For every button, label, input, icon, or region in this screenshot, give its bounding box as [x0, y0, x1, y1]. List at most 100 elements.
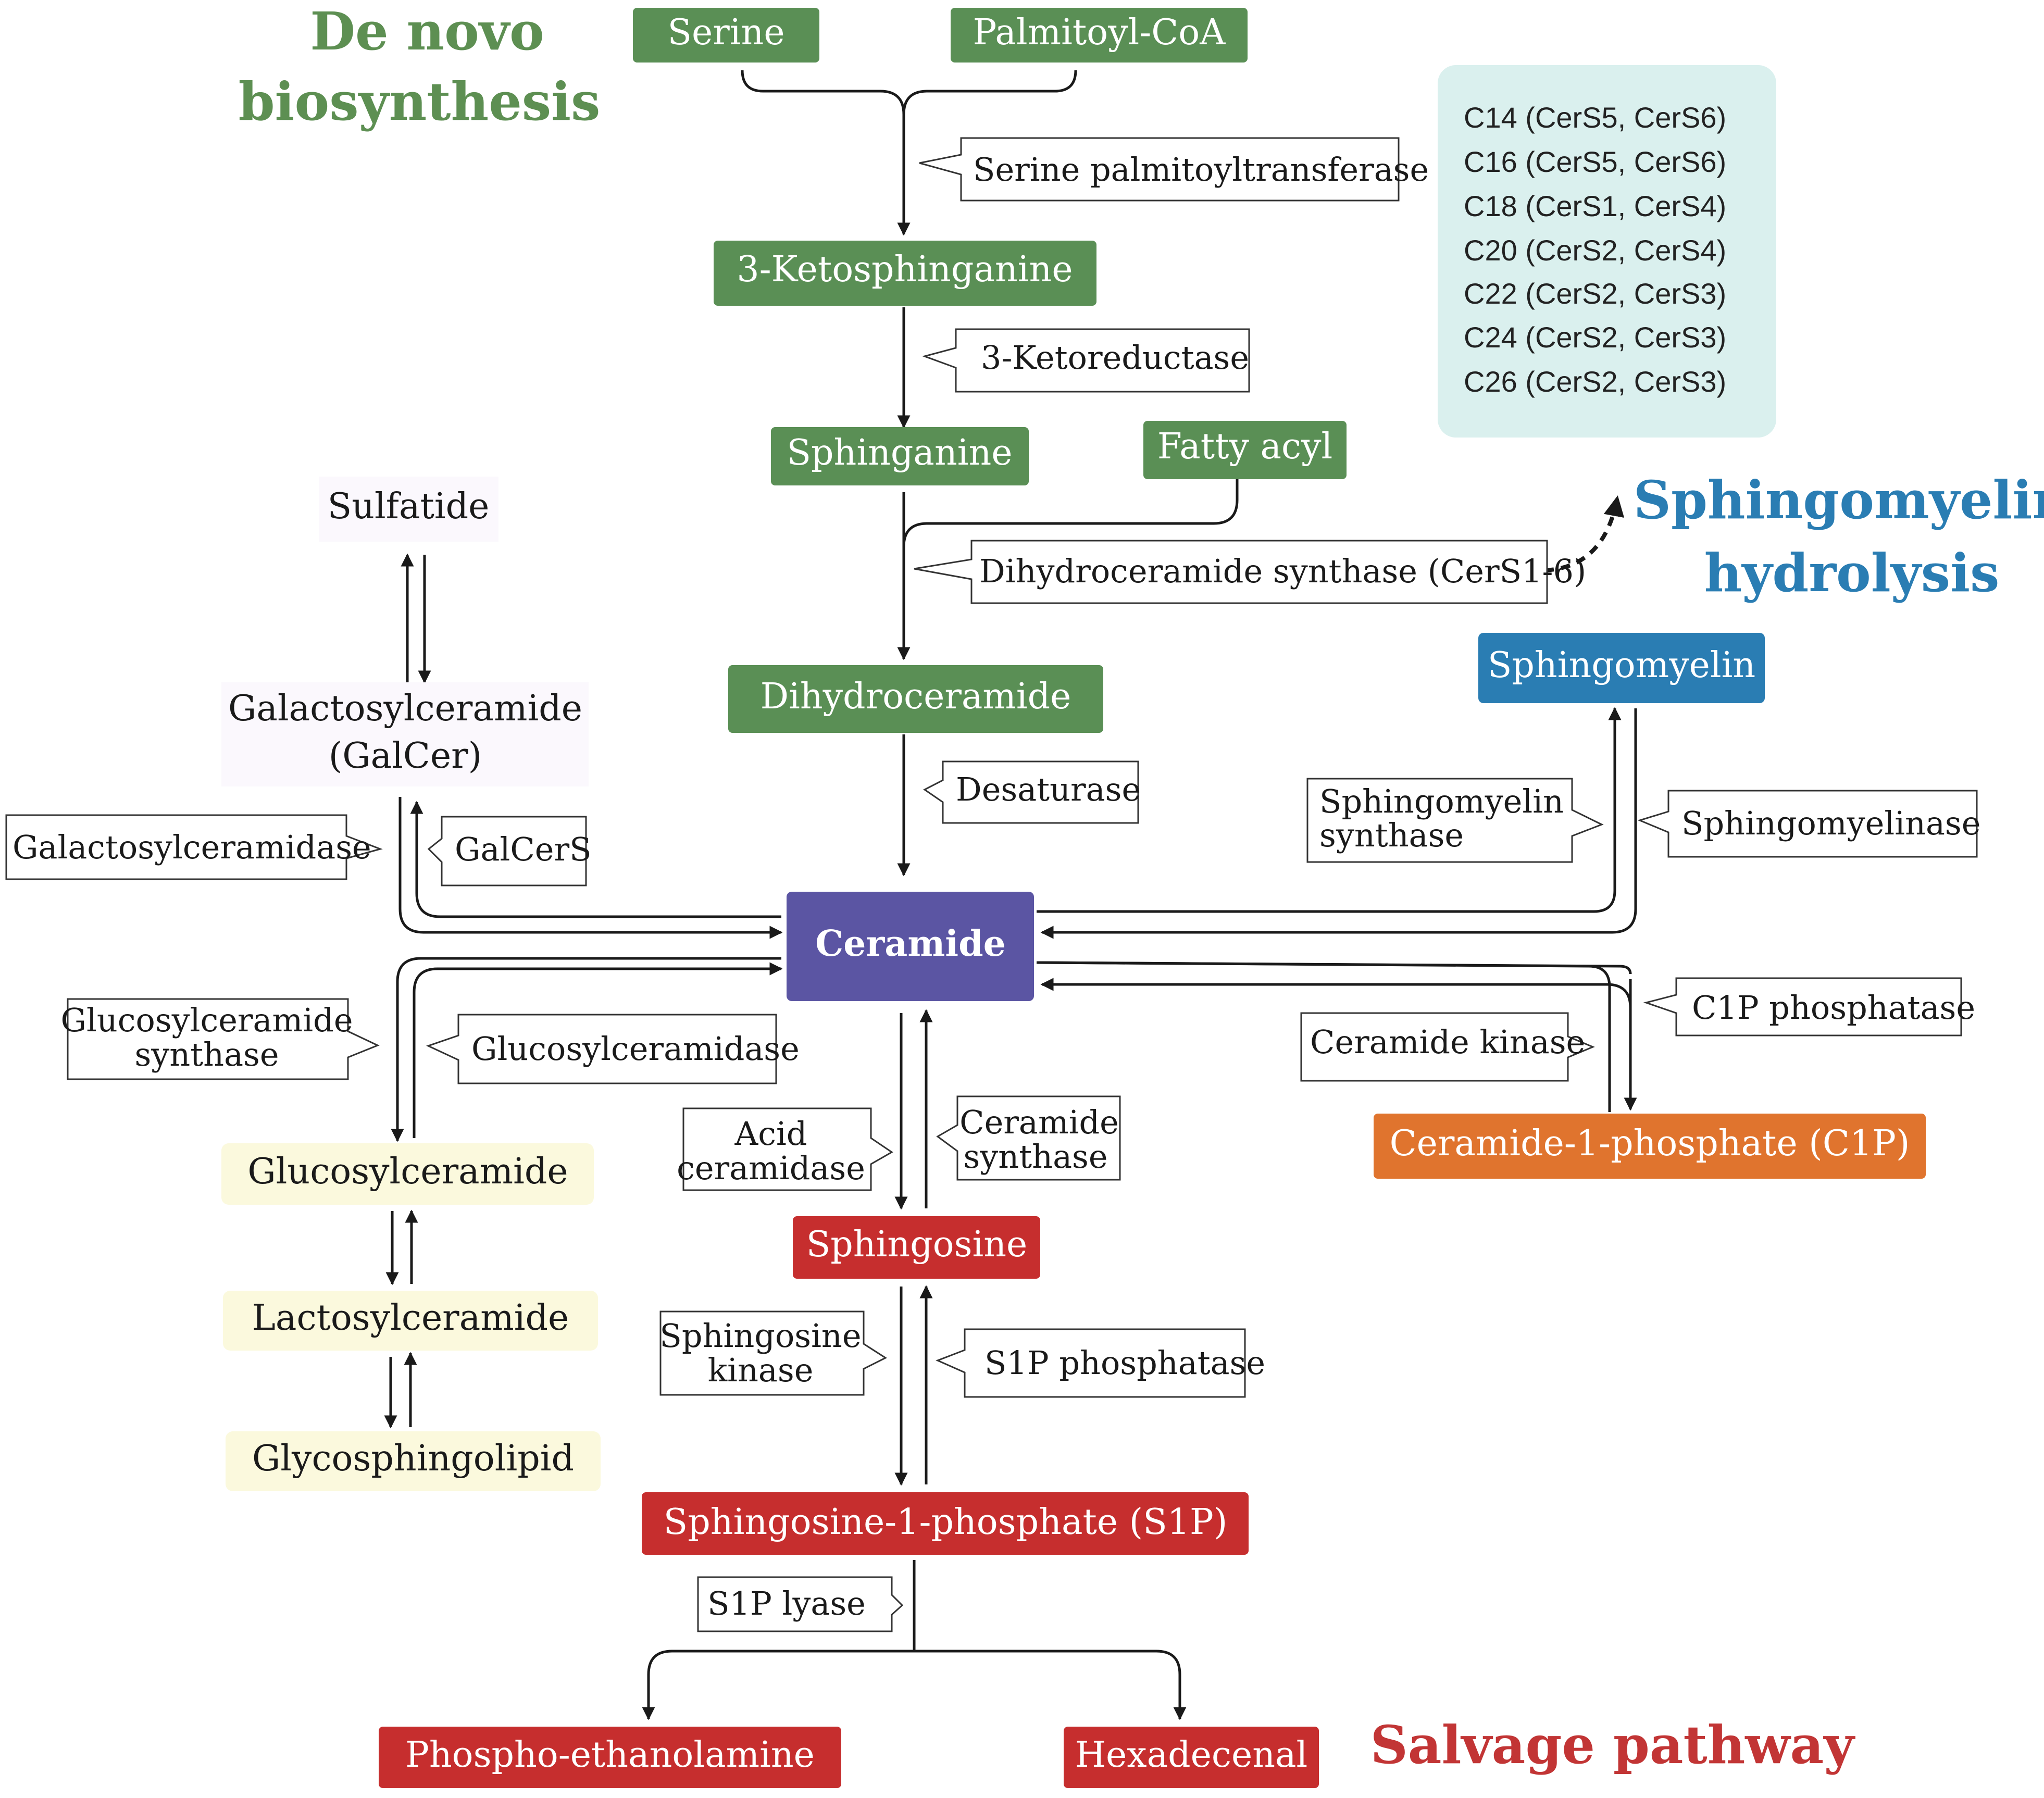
ketosphinganine-label: 3-Ketosphinganine: [737, 249, 1073, 290]
sulfatide-box: [319, 477, 498, 542]
callout-shape: [914, 540, 1548, 604]
enzyme-label-line2: ceramidase: [677, 1149, 865, 1187]
callout-shape: [427, 816, 587, 886]
lactosylceramide-label: Lactosylceramide: [252, 1297, 569, 1339]
sphinganine-label: Sphinganine: [787, 432, 1012, 473]
dihydroceramide-node: Dihydroceramide: [728, 665, 1103, 733]
glucosylceramide-box: [221, 1143, 594, 1205]
enzyme-label: Serine palmitoyltransferase: [973, 151, 1429, 189]
dihydroceramide-box: [728, 665, 1103, 733]
heading-salvage-pathway: Salvage pathway: [1370, 1714, 1856, 1776]
fatty-acyl-node: Fatty acyl: [1143, 421, 1347, 479]
s1p-node: Sphingosine-1-phosphate (S1P): [642, 1492, 1249, 1555]
serine-label: Serine: [667, 12, 784, 53]
enzyme-label: C1P phosphatase: [1692, 989, 1975, 1027]
cers-item: C16 (CerS5, CerS6): [1464, 145, 1726, 178]
ketosphinganine-node: 3-Ketosphinganine: [714, 241, 1096, 306]
palmitoyl-coa-node: Palmitoyl-CoA: [951, 8, 1248, 63]
callout-shape: [1300, 1012, 1595, 1082]
enzyme-label-line2: kinase: [708, 1351, 814, 1389]
callout-shape: [1637, 790, 1978, 858]
enzyme-acid-ceramidase: Acid ceramidase: [677, 1107, 893, 1191]
enzyme-label: Galactosylceramidase: [13, 828, 371, 866]
glycosphingolipid-label: Glycosphingolipid: [252, 1438, 574, 1479]
fatty-acyl-box: [1143, 421, 1347, 479]
ketosphinganine-box: [714, 241, 1096, 306]
galcer-label-line2: (GalCer): [329, 735, 482, 777]
phosphoethanolamine-label: Phospho-ethanolamine: [405, 1734, 815, 1776]
cers-item: C22 (CerS2, CerS3): [1464, 277, 1726, 310]
galcer-box: [221, 682, 589, 786]
lactosylceramide-box: [223, 1291, 598, 1351]
arrow-to-hexadecenal: [914, 1650, 1187, 1720]
cers-item: C24 (CerS2, CerS3): [1464, 321, 1726, 354]
sphingomyelin-box: [1478, 633, 1765, 703]
callout-shape: [936, 1328, 1246, 1398]
cers-item: C14 (CerS5, CerS6): [1464, 101, 1726, 134]
callout-shape: [67, 998, 380, 1080]
enzyme-label-line1: Ceramide: [959, 1103, 1119, 1141]
enzyme-label: S1P phosphatase: [984, 1344, 1265, 1382]
enzyme-galactosylceramidase: Galactosylceramidase: [5, 814, 383, 880]
c1p-node: Ceramide-1-phosphate (C1P): [1374, 1114, 1926, 1179]
fatty-acyl-label: Fatty acyl: [1157, 426, 1333, 467]
glycosphingolipid-box: [226, 1431, 601, 1491]
enzyme-glucosylceramidase: Glucosylceramidase: [426, 1014, 800, 1084]
enzyme-label-line1: Glucosylceramide: [60, 1001, 353, 1039]
lactosylceramide-node: Lactosylceramide: [223, 1291, 598, 1351]
hexadecenal-label: Hexadecenal: [1075, 1734, 1308, 1776]
glucosylceramide-node: Glucosylceramide: [221, 1143, 594, 1205]
ceramide-label: Ceramide: [815, 923, 1006, 965]
enzyme-label: Dihydroceramide synthase (CerS1-6): [979, 552, 1586, 590]
callout-shape: [922, 328, 1250, 393]
palmitoyl-coa-box: [951, 8, 1248, 63]
callout-shape: [936, 1095, 1121, 1181]
arrow-galcer-to-ceramide: [398, 797, 783, 939]
sphingomyelin-label: Sphingomyelin: [1488, 645, 1755, 686]
enzyme-galcers: GalCerS: [427, 816, 592, 886]
arrow-ceramide-to-galcer: [410, 801, 781, 918]
s1p-box: [642, 1492, 1249, 1555]
heading-sm-hydrolysis-line2: hydrolysis: [1704, 542, 2000, 604]
sphingosine-box: [793, 1216, 1040, 1279]
sphinganine-node: Sphinganine: [771, 427, 1029, 485]
dashed-arrow-cers-panel: [1544, 495, 1625, 572]
cers-list: C14 (CerS5, CerS6) C16 (CerS5, CerS6) C1…: [1464, 101, 1726, 398]
heading-de-novo-line1: De novo: [310, 1, 544, 62]
enzyme-dihydroceramide-synthase: Dihydroceramide synthase (CerS1-6): [914, 540, 1586, 604]
callout-shape: [426, 1014, 777, 1084]
sulfatide-label: Sulfatide: [328, 486, 490, 527]
enzyme-serine-palmitoyltransferase: Serine palmitoyltransferase: [919, 137, 1429, 202]
arrow-palmitoyl-merge: [902, 70, 1077, 115]
glycosphingolipid-node: Glycosphingolipid: [226, 1431, 601, 1491]
dihydroceramide-label: Dihydroceramide: [761, 676, 1071, 717]
enzyme-sphingomyelin-synthase: Sphingomyelin synthase: [1306, 778, 1604, 863]
callout-shape: [1643, 977, 1962, 1037]
enzyme-label: Desaturase: [956, 770, 1141, 808]
arrow-ceramide-to-sphingomyelin: [1037, 707, 1622, 913]
arrow-fatty-acyl-join: [902, 479, 1239, 547]
arrow-ceramide-to-glucosylceramide: [391, 957, 781, 1142]
arrow-c1p-top: [1036, 961, 1632, 975]
enzyme-label: GalCerS: [455, 830, 592, 868]
callout-shape: [923, 760, 1139, 824]
enzyme-label: Ceramide kinase: [1310, 1023, 1585, 1061]
callout-shape: [1306, 778, 1604, 863]
arrow-serine-merge: [741, 70, 905, 115]
serine-box: [633, 8, 819, 63]
sulfatide-node: Sulfatide: [319, 477, 498, 542]
cers-panel: [1438, 65, 1776, 438]
ceramide-node: Ceramide: [787, 892, 1034, 1001]
enzyme-3-ketoreductase: 3-Ketoreductase: [922, 328, 1250, 393]
palmitoyl-coa-label: Palmitoyl-CoA: [973, 12, 1226, 53]
sphingosine-label: Sphingosine: [806, 1224, 1028, 1265]
hexadecenal-box: [1064, 1727, 1319, 1788]
arrow-glucosylceramide-to-ceramide: [413, 962, 783, 1138]
heading-de-novo-line2: biosynthesis: [239, 71, 601, 132]
enzyme-label-line2: synthase: [134, 1035, 279, 1073]
cers-item: C20 (CerS2, CerS4): [1464, 234, 1726, 267]
enzyme-label-line2: synthase: [963, 1138, 1107, 1176]
cers-item: C18 (CerS1, CerS4): [1464, 190, 1726, 222]
cers-item: C26 (CerS2, CerS3): [1464, 365, 1726, 398]
